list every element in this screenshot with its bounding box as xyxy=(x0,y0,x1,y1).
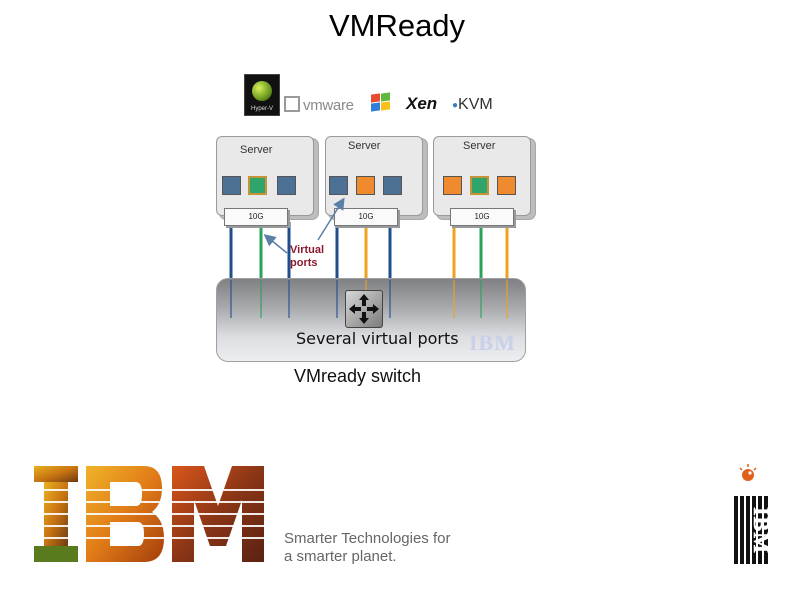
ibm-logo-letter-i xyxy=(34,466,78,482)
ibm-logo-icon xyxy=(34,466,264,562)
kvm-logo-text: ●KVM xyxy=(452,96,493,113)
vm-square xyxy=(383,176,402,195)
nic-label: 10G xyxy=(450,208,514,226)
xen-logo-text: Xen xyxy=(406,94,438,113)
server-label: Server xyxy=(463,140,496,152)
slide-title: VMReady xyxy=(328,8,466,43)
callout-arrow xyxy=(263,234,288,254)
ibm-vertical-logo-text: IBM xyxy=(749,507,775,555)
switch-arrows-icon xyxy=(345,290,383,328)
vm-square xyxy=(470,176,489,195)
hyper-v-logo-icon: Hyper-V xyxy=(244,74,280,116)
vm-square xyxy=(222,176,241,195)
vm-square xyxy=(277,176,296,195)
nic-label: 10G xyxy=(224,208,288,226)
server-label: Server xyxy=(348,140,381,152)
vm-square xyxy=(248,176,267,195)
nic-label: 10G xyxy=(334,208,398,226)
vm-square xyxy=(329,176,348,195)
vm-square xyxy=(356,176,375,195)
ibm-switch-logo: IBM xyxy=(469,330,516,355)
callout-arrow xyxy=(317,197,345,241)
vm-square xyxy=(497,176,516,195)
tagline: Smarter Technologies for a smarter plane… xyxy=(284,530,450,566)
smarter-planet-icon xyxy=(739,464,757,481)
ibm-vertical-logo-icon xyxy=(734,496,768,564)
hyper-v-logo-caption: Hyper-V xyxy=(250,106,273,112)
virtual-ports-label: Virtual ports xyxy=(290,244,325,269)
vmware-logo-icon: vmware xyxy=(284,96,354,114)
tagline-line-1: Smarter Technologies for xyxy=(284,530,451,547)
tagline-line-2: a smarter planet. xyxy=(284,548,397,565)
switch-caption: Several virtual ports xyxy=(296,329,459,348)
vmware-logo-text: vmware xyxy=(303,97,354,114)
server-label: Server xyxy=(240,144,273,156)
switch-label: VMready switch xyxy=(294,366,422,386)
vm-square xyxy=(443,176,462,195)
